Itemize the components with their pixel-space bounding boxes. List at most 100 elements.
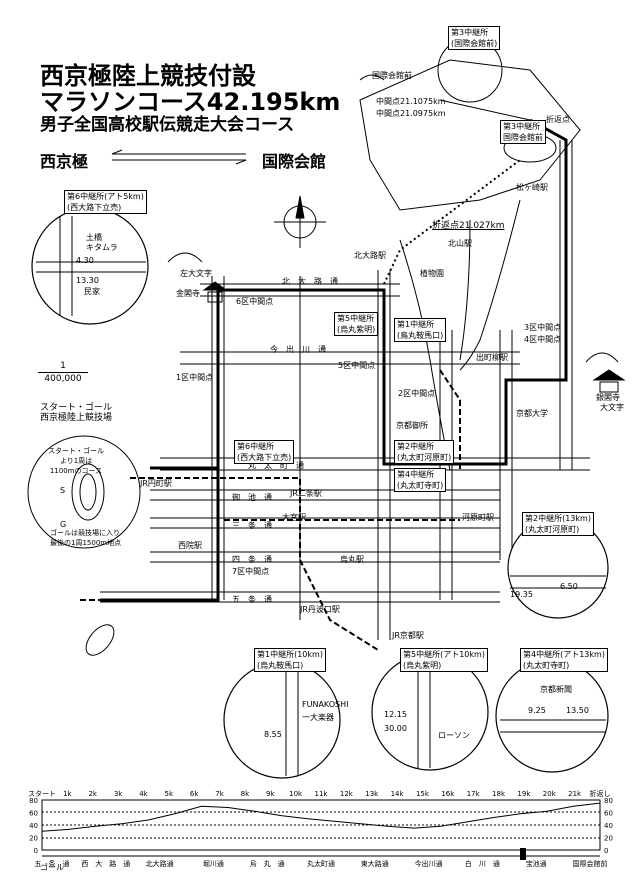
relay1b-place: (鳥丸鞍馬口) xyxy=(397,331,444,340)
relay2b-name: 第2中継所 xyxy=(397,442,435,451)
elevation-street-label: 今出川通 xyxy=(415,859,443,868)
dotted-route xyxy=(383,159,521,285)
relay2-box: 第2中継所 (丸太町河原町) xyxy=(394,440,455,464)
karasuma-label: 烏丸駅 xyxy=(340,555,364,564)
scale-numerator: 1 xyxy=(60,361,66,371)
elevation-x-tick: 5k xyxy=(165,790,174,798)
elevation-y-tick: 20 xyxy=(604,835,613,843)
elevation-street-label: 丸太町通 xyxy=(307,859,335,868)
relay5b-place: (烏丸紫明) xyxy=(337,325,376,334)
relay-insets xyxy=(31,207,609,779)
relay6-place: (西大路下立売) xyxy=(67,203,122,212)
saiin-label: 西院駅 xyxy=(178,541,202,550)
elevation-street-label: 五 条 通 xyxy=(35,859,70,868)
relay6b-name: 第6中継所 xyxy=(237,442,275,451)
elevation-street-label: 堀川通 xyxy=(203,859,224,868)
inset2-dist-1: 19.35 xyxy=(510,590,533,599)
elevation-y-tick: 60 xyxy=(604,810,613,818)
kamo-river xyxy=(399,199,521,471)
relay3b-place: 国際会館前 xyxy=(503,133,543,142)
inset1-label-gakki: 一大楽器 xyxy=(302,713,334,722)
inset6-dist-1: 4.30 xyxy=(76,256,94,265)
elevation-x-tick: 10k xyxy=(289,790,303,798)
elevation-series-line xyxy=(41,802,601,832)
relay4b-place: (丸太町寺町) xyxy=(397,481,444,490)
orikaeshi-km-label: 折返点21.027km xyxy=(432,221,505,231)
stadium-shape xyxy=(85,624,115,656)
map-scale: 1 400,000 xyxy=(38,360,88,385)
relay4-dist: (アト13km) xyxy=(560,650,605,659)
elevation-y-tick: 80 xyxy=(29,797,38,805)
relay5b-name: 第5中継所 xyxy=(337,314,375,323)
map-subtitle: 男子全国高校駅伝競走大会コース xyxy=(40,115,295,135)
relay6-box: 第6中継所 (西大路下立売) xyxy=(234,440,295,464)
elevation-x-tick: 9k xyxy=(266,790,275,798)
emmachi-label: JR円町駅 xyxy=(140,479,172,488)
kitayama-label: 北山駅 xyxy=(448,239,472,248)
elevation-y-tick: 0 xyxy=(34,847,38,855)
elevation-goal-label: ゴール xyxy=(40,863,64,872)
map-title-line1: 西京極陸上競技付設 xyxy=(40,62,256,90)
relay5-place: (烏丸紫明) xyxy=(403,661,442,670)
relay4-name: 第4中継所 xyxy=(523,650,561,659)
k1-label: 1区中間点 xyxy=(176,373,214,382)
elevation-y-tick: 20 xyxy=(29,835,38,843)
street-gojo: 五 条 通 xyxy=(232,595,272,604)
elevation-y-tick: 80 xyxy=(604,797,613,805)
street-sanjo: 三 条 通 xyxy=(232,521,272,530)
elevation-street-label: 北大路通 xyxy=(146,859,174,868)
elevation-line xyxy=(41,802,601,832)
mid1-label: 中間点21.1075km xyxy=(376,97,446,106)
relay4-place: (丸太町寺町) xyxy=(523,661,570,670)
daimonji-left-label: 左大文字 xyxy=(180,269,212,278)
relay1-place: (烏丸鞍馬口) xyxy=(257,661,304,670)
relay1-name: 第1中継所 xyxy=(257,650,295,659)
inset1-dist: 8.55 xyxy=(264,730,282,739)
street-kitaoji: 北 大 路 通 xyxy=(282,277,338,286)
kyoto-station-label: JR京都駅 xyxy=(392,631,424,640)
inset4-dist-1: 9.25 xyxy=(528,706,546,715)
relay4b-name: 第4中継所 xyxy=(397,470,435,479)
railway-lines xyxy=(80,369,461,651)
elevation-x-tick: 3k xyxy=(114,790,123,798)
kawaramachi-label: 河原町駅 xyxy=(462,513,494,522)
relay2-place: (丸太町河原町) xyxy=(525,525,580,534)
relay2-dist: (13km) xyxy=(562,514,591,523)
omiya-label: 大宮駅 xyxy=(282,513,306,522)
inset6-label-3: 民家 xyxy=(84,287,100,296)
street-marutamachi: 丸 太 町 通 xyxy=(248,461,304,470)
inset4-dist-2: 13.50 xyxy=(566,706,589,715)
elevation-x-tick: 6k xyxy=(190,790,199,798)
elevation-x-tick: 12k xyxy=(340,790,354,798)
elevation-x-tick: 19k xyxy=(517,790,531,798)
street-oike: 御 池 通 xyxy=(232,493,272,502)
relay1-box: 第1中継所 (鳥丸鞍馬口) xyxy=(394,318,447,342)
relay4-box: 第4中継所 (丸太町寺町) xyxy=(394,468,447,492)
demachiyanagi-label: 出町柳駅 xyxy=(476,353,508,362)
nijo-label: JR二条駅 xyxy=(290,489,322,498)
scale-denominator: 400,000 xyxy=(44,374,82,384)
relay1-dist: (10km) xyxy=(294,650,323,659)
stadium-note2: ゴールは競技場に入り 最後の1周1500m地点 xyxy=(50,529,122,547)
inset5-lawson: ローソン xyxy=(438,731,470,740)
inset-streets xyxy=(36,216,606,776)
elevation-x-tick: 8k xyxy=(241,790,250,798)
kyodai-label: 京都大学 xyxy=(516,409,548,418)
inset5-dist-2: 30.00 xyxy=(384,724,407,733)
elevation-street-label: 烏 丸 通 xyxy=(250,859,285,868)
relay5-box: 第5中継所 (烏丸紫明) xyxy=(334,312,379,336)
elevation-x-tick: 20k xyxy=(543,790,557,798)
elevation-x-tick: 2k xyxy=(88,790,97,798)
elevation-x-tick: 11k xyxy=(315,790,329,798)
relay3-name: 第3中継所 xyxy=(451,28,489,37)
relay2-name: 第2中継所 xyxy=(525,514,563,523)
elevation-x-tick: 1k xyxy=(63,790,72,798)
compass xyxy=(274,195,326,248)
elevation-x-tick: スタート xyxy=(28,789,56,798)
elevation-chart-frame xyxy=(41,799,601,857)
elevation-y-tick: 0 xyxy=(604,847,608,855)
elevation-x-tick: 17k xyxy=(467,790,481,798)
marker-icon xyxy=(520,848,526,860)
k2-label: 2区中間点 xyxy=(398,389,436,398)
relay6b-place: (西大路下立売) xyxy=(237,453,292,462)
